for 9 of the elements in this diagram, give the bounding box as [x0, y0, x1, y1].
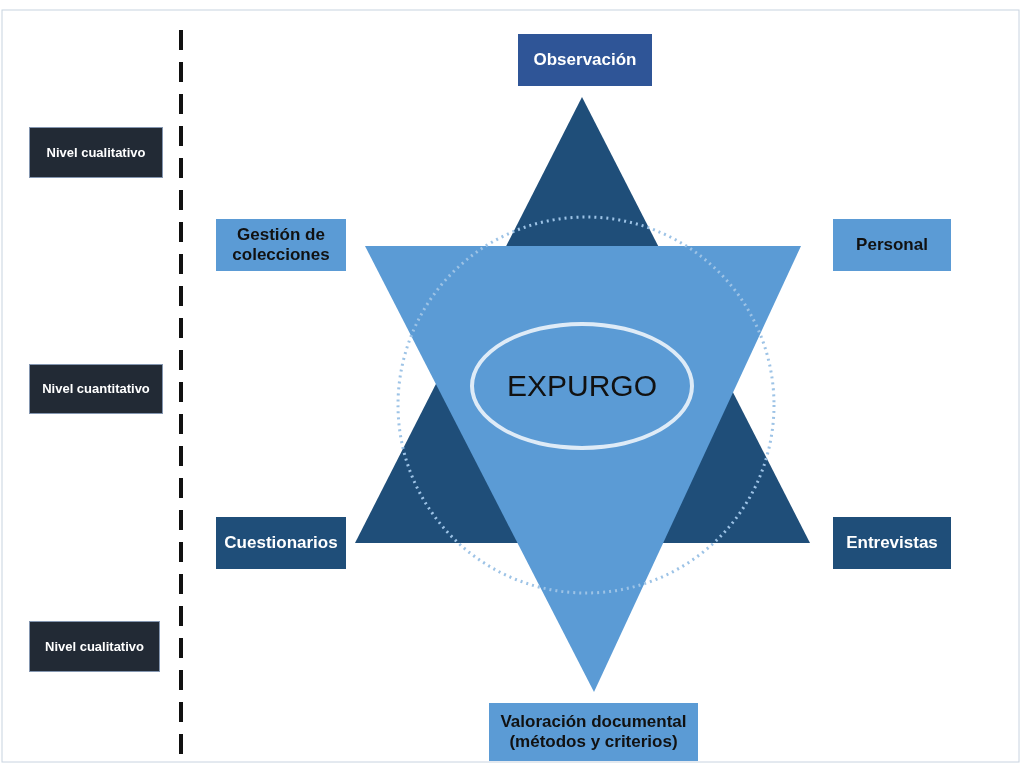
level-label-box: Nivel cuantitativo	[29, 364, 163, 414]
level-label-box: Nivel cualitativo	[29, 621, 160, 672]
method-box: Entrevistas	[833, 517, 951, 569]
topic-box: Gestión de colecciones	[216, 219, 346, 271]
topic-box: Valoración documental (métodos y criterios)	[489, 703, 698, 761]
method-box: Observación	[518, 34, 652, 86]
topic-box: Personal	[833, 219, 951, 271]
level-label-box: Nivel cualitativo	[29, 127, 163, 178]
method-box: Cuestionarios	[216, 517, 346, 569]
